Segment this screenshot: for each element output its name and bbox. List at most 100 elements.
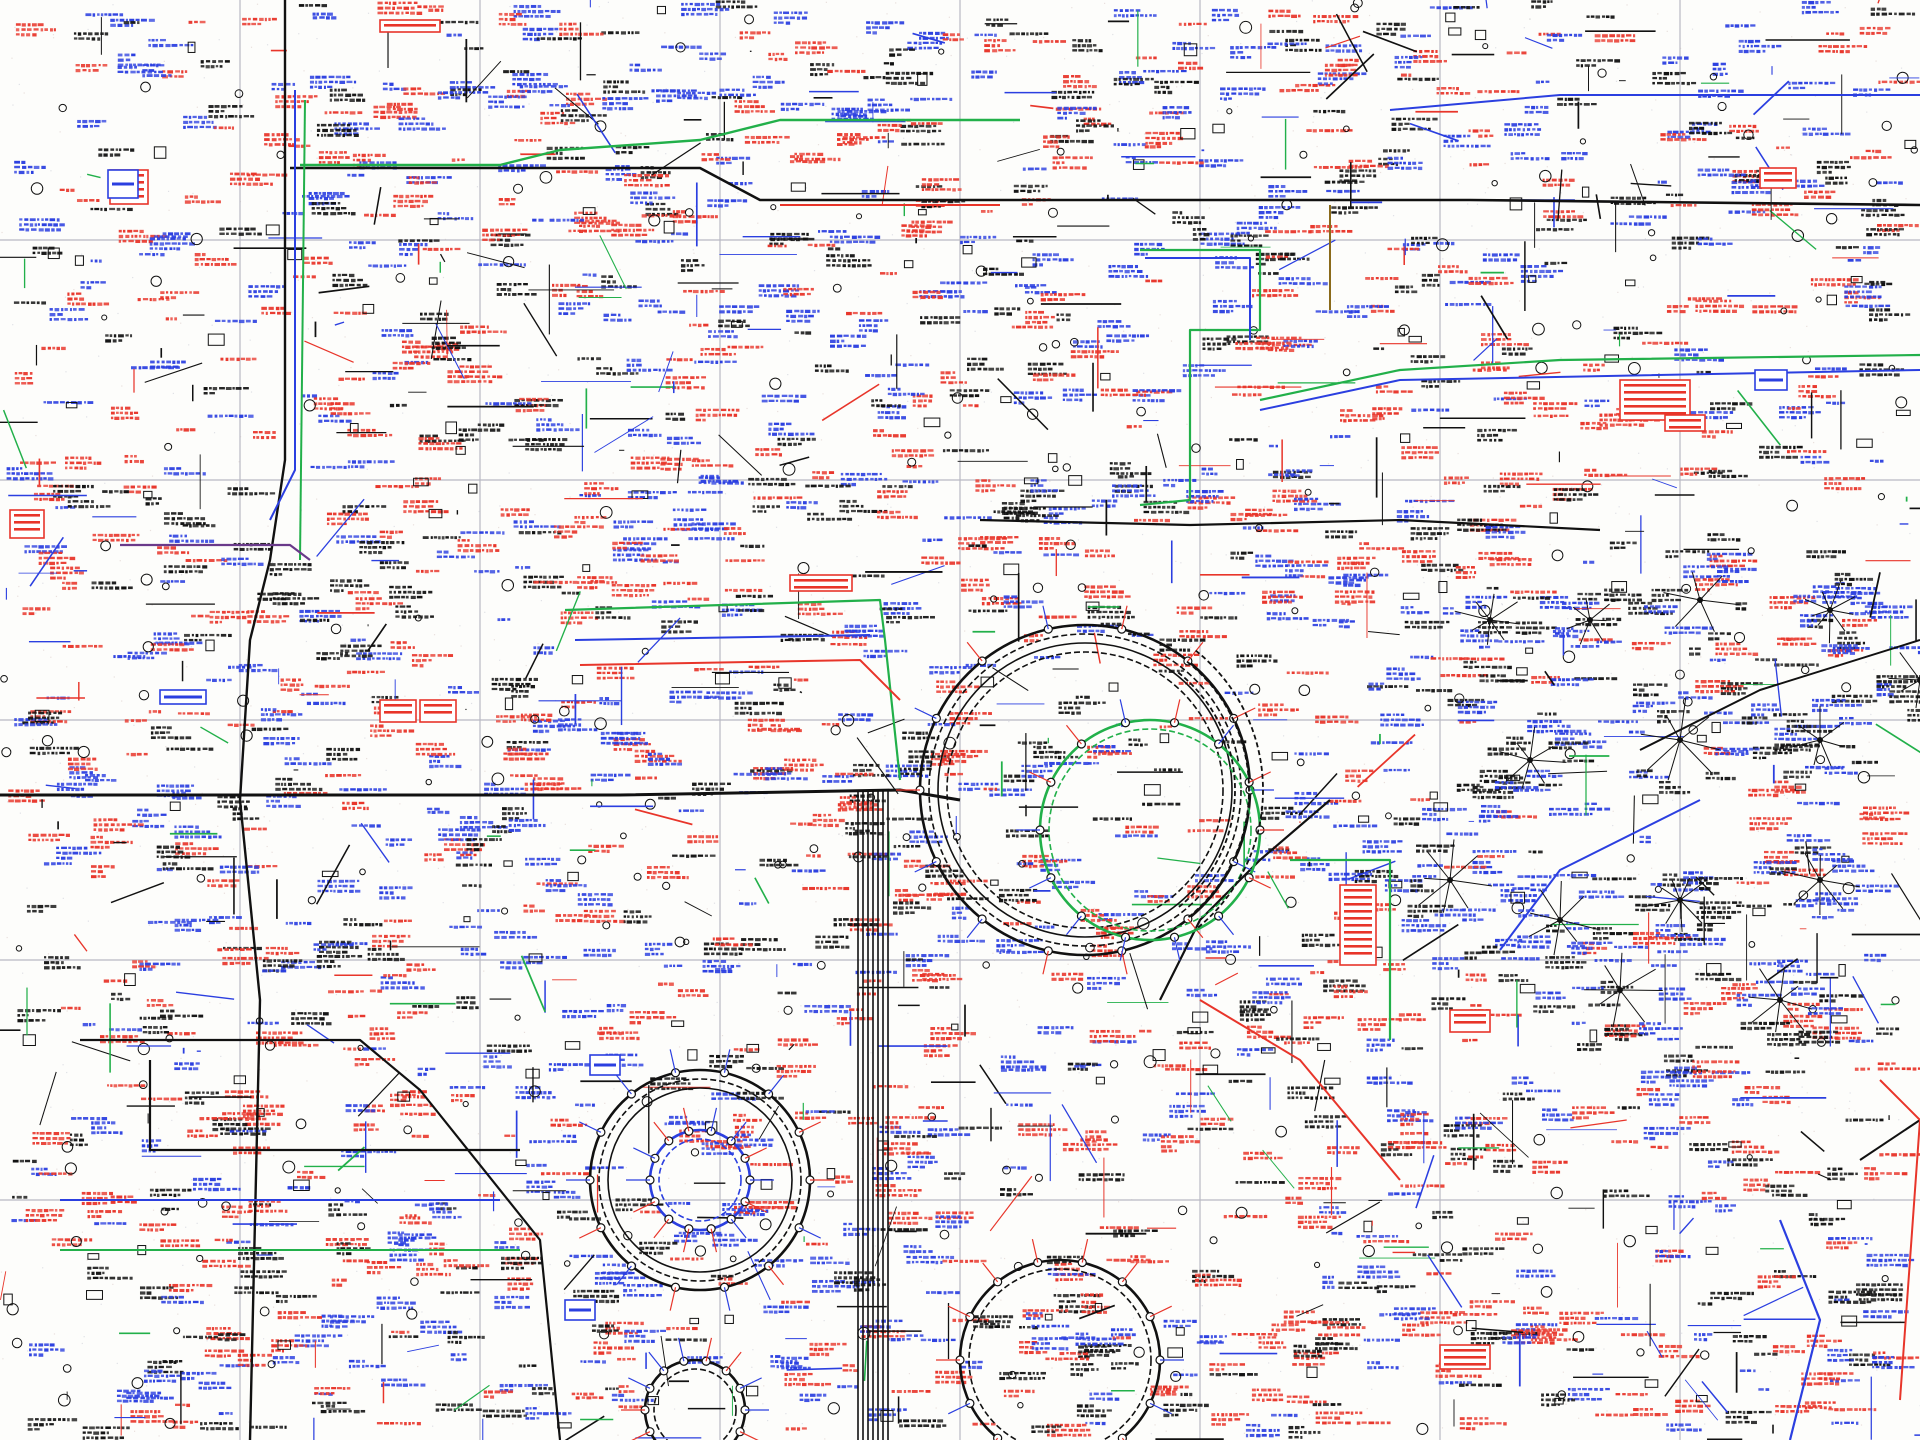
label-cluster <box>1488 748 1526 756</box>
node-glyph <box>502 908 508 914</box>
label-cluster <box>1125 826 1158 834</box>
connector-line <box>441 254 445 262</box>
label-cluster <box>1732 983 1755 986</box>
label-cluster <box>886 765 932 778</box>
label-cluster <box>1725 24 1755 27</box>
label-cluster <box>1773 1345 1805 1353</box>
label-cluster <box>1695 1046 1733 1049</box>
connector-line <box>697 1217 743 1218</box>
label-cluster <box>1812 848 1852 861</box>
label-cluster <box>412 1135 429 1138</box>
label-cluster <box>1163 1404 1208 1417</box>
label-cluster <box>1127 425 1142 428</box>
label-cluster <box>639 300 662 308</box>
label-cluster <box>1035 926 1055 929</box>
connector-line <box>46 785 76 788</box>
label-cluster <box>125 719 147 722</box>
label-cluster <box>1737 882 1770 885</box>
label-cluster <box>281 678 304 691</box>
label-cluster <box>884 1142 931 1155</box>
label-cluster <box>561 109 607 122</box>
label-cluster <box>1692 1060 1739 1068</box>
label-cluster <box>1739 40 1782 53</box>
label-cluster <box>1119 71 1144 84</box>
cycle-spoke <box>579 1228 601 1238</box>
node-glyph <box>791 183 805 191</box>
label-cluster <box>616 146 650 154</box>
label-cluster <box>1876 181 1903 184</box>
label-cluster <box>1469 277 1514 285</box>
label-cluster <box>200 1422 239 1430</box>
label-cluster <box>1294 1345 1323 1358</box>
label-cluster <box>1798 385 1836 398</box>
label-cluster <box>635 750 682 763</box>
label-cluster <box>975 479 1015 492</box>
connector-line <box>1633 795 1634 843</box>
connector-line <box>998 379 1048 430</box>
node-glyph <box>492 773 504 785</box>
node-glyph <box>1073 983 1083 993</box>
connector-line <box>1363 31 1417 51</box>
label-cluster <box>1109 265 1149 278</box>
label-cluster <box>1867 1254 1915 1267</box>
label-cluster <box>1595 34 1636 42</box>
node-glyph <box>1409 336 1421 342</box>
label-cluster <box>1585 803 1610 811</box>
label-cluster <box>536 418 579 431</box>
label-cluster <box>1413 1253 1462 1256</box>
label-cluster <box>1800 614 1833 627</box>
label-cluster <box>1629 731 1645 734</box>
label-cluster <box>452 158 465 161</box>
node-glyph <box>1441 1242 1452 1253</box>
label-cluster <box>1511 152 1550 160</box>
connector-line <box>200 727 228 743</box>
label-cluster <box>1383 963 1406 971</box>
label-cluster <box>1100 1226 1139 1229</box>
label-cluster <box>1510 591 1556 594</box>
label-cluster <box>1754 1353 1777 1356</box>
label-cluster <box>940 281 987 284</box>
label-cluster <box>429 755 461 768</box>
label-cluster <box>1835 1027 1862 1040</box>
label-cluster <box>456 996 478 1009</box>
label-cluster <box>204 387 249 394</box>
label-cluster <box>234 1286 278 1294</box>
label-cluster <box>863 76 885 79</box>
node-glyph <box>260 1307 269 1316</box>
node-glyph <box>1227 109 1232 114</box>
boxed-label-text <box>1444 1349 1486 1352</box>
label-cluster <box>1267 612 1309 620</box>
label-cluster <box>83 1023 96 1026</box>
label-cluster <box>1176 1092 1215 1095</box>
starburst-ray <box>1613 990 1620 1027</box>
label-cluster <box>1567 1348 1595 1351</box>
pathway-trunk <box>1200 1000 1400 1180</box>
label-cluster <box>1536 992 1566 1000</box>
label-cluster <box>1272 490 1317 503</box>
label-cluster <box>1149 112 1183 115</box>
node-glyph <box>464 917 470 922</box>
label-cluster <box>1252 991 1290 1004</box>
starburst-hub <box>1817 877 1823 883</box>
label-cluster <box>1605 599 1620 602</box>
label-cluster <box>810 1343 847 1356</box>
node-glyph <box>266 225 279 235</box>
label-cluster <box>451 1353 467 1361</box>
label-cluster <box>233 807 260 820</box>
label-cluster <box>866 21 904 34</box>
cycle-spoke <box>1219 916 1234 935</box>
node-glyph <box>1905 140 1916 148</box>
label-cluster <box>606 168 637 181</box>
label-cluster <box>792 869 826 872</box>
node-glyph <box>1712 722 1720 732</box>
label-cluster <box>347 174 364 177</box>
connector-line <box>891 566 944 585</box>
label-cluster <box>315 685 350 688</box>
connector-line <box>335 322 344 325</box>
label-cluster <box>666 1327 697 1330</box>
label-cluster <box>786 310 819 323</box>
node-glyph <box>603 922 610 929</box>
label-cluster <box>487 1045 532 1053</box>
cycle-spoke <box>628 1432 650 1440</box>
label-cluster <box>1539 784 1563 787</box>
